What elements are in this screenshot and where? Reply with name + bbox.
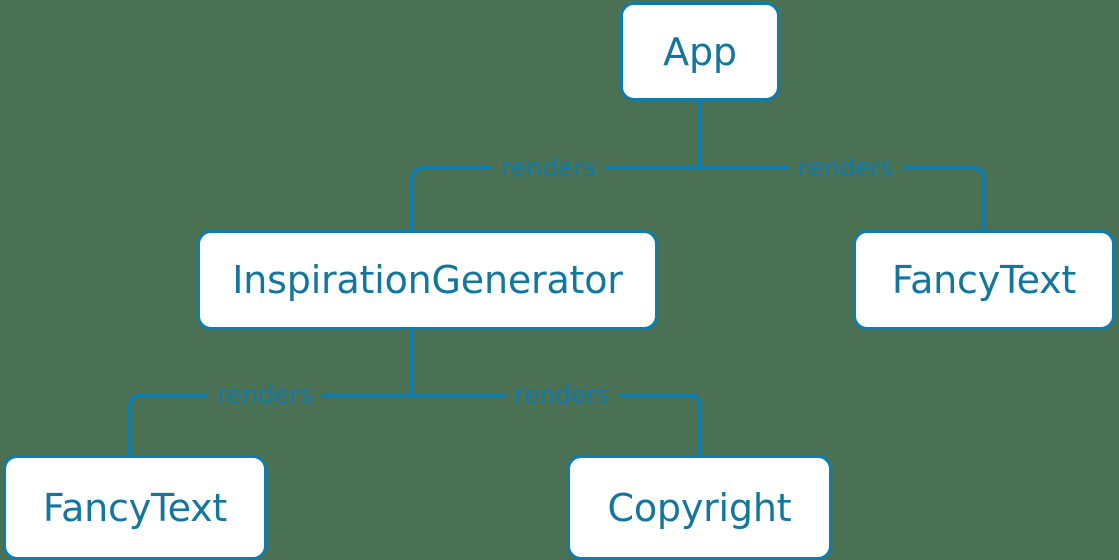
edge-label-inspiration-generator-to-fancytext-left: renders [208,382,322,407]
node-fancytext-left-label: FancyText [42,485,228,530]
node-app-label: App [663,29,737,74]
edge-label-app-to-fancytext-right: renders [789,155,903,180]
node-fancytext-left[interactable]: FancyText [3,455,267,560]
node-copyright-label: Copyright [607,485,792,530]
edge-label-inspiration-generator-to-copyright: renders [505,382,619,407]
edge-label-app-to-inspiration-generator: renders [492,155,606,180]
node-fancytext-right[interactable]: FancyText [853,230,1115,330]
node-app[interactable]: App [620,2,780,101]
node-inspiration-generator-label: InspirationGenerator [232,258,623,302]
node-inspiration-generator[interactable]: InspirationGenerator [197,230,658,330]
node-fancytext-right-label: FancyText [891,258,1077,302]
node-copyright[interactable]: Copyright [567,455,832,560]
